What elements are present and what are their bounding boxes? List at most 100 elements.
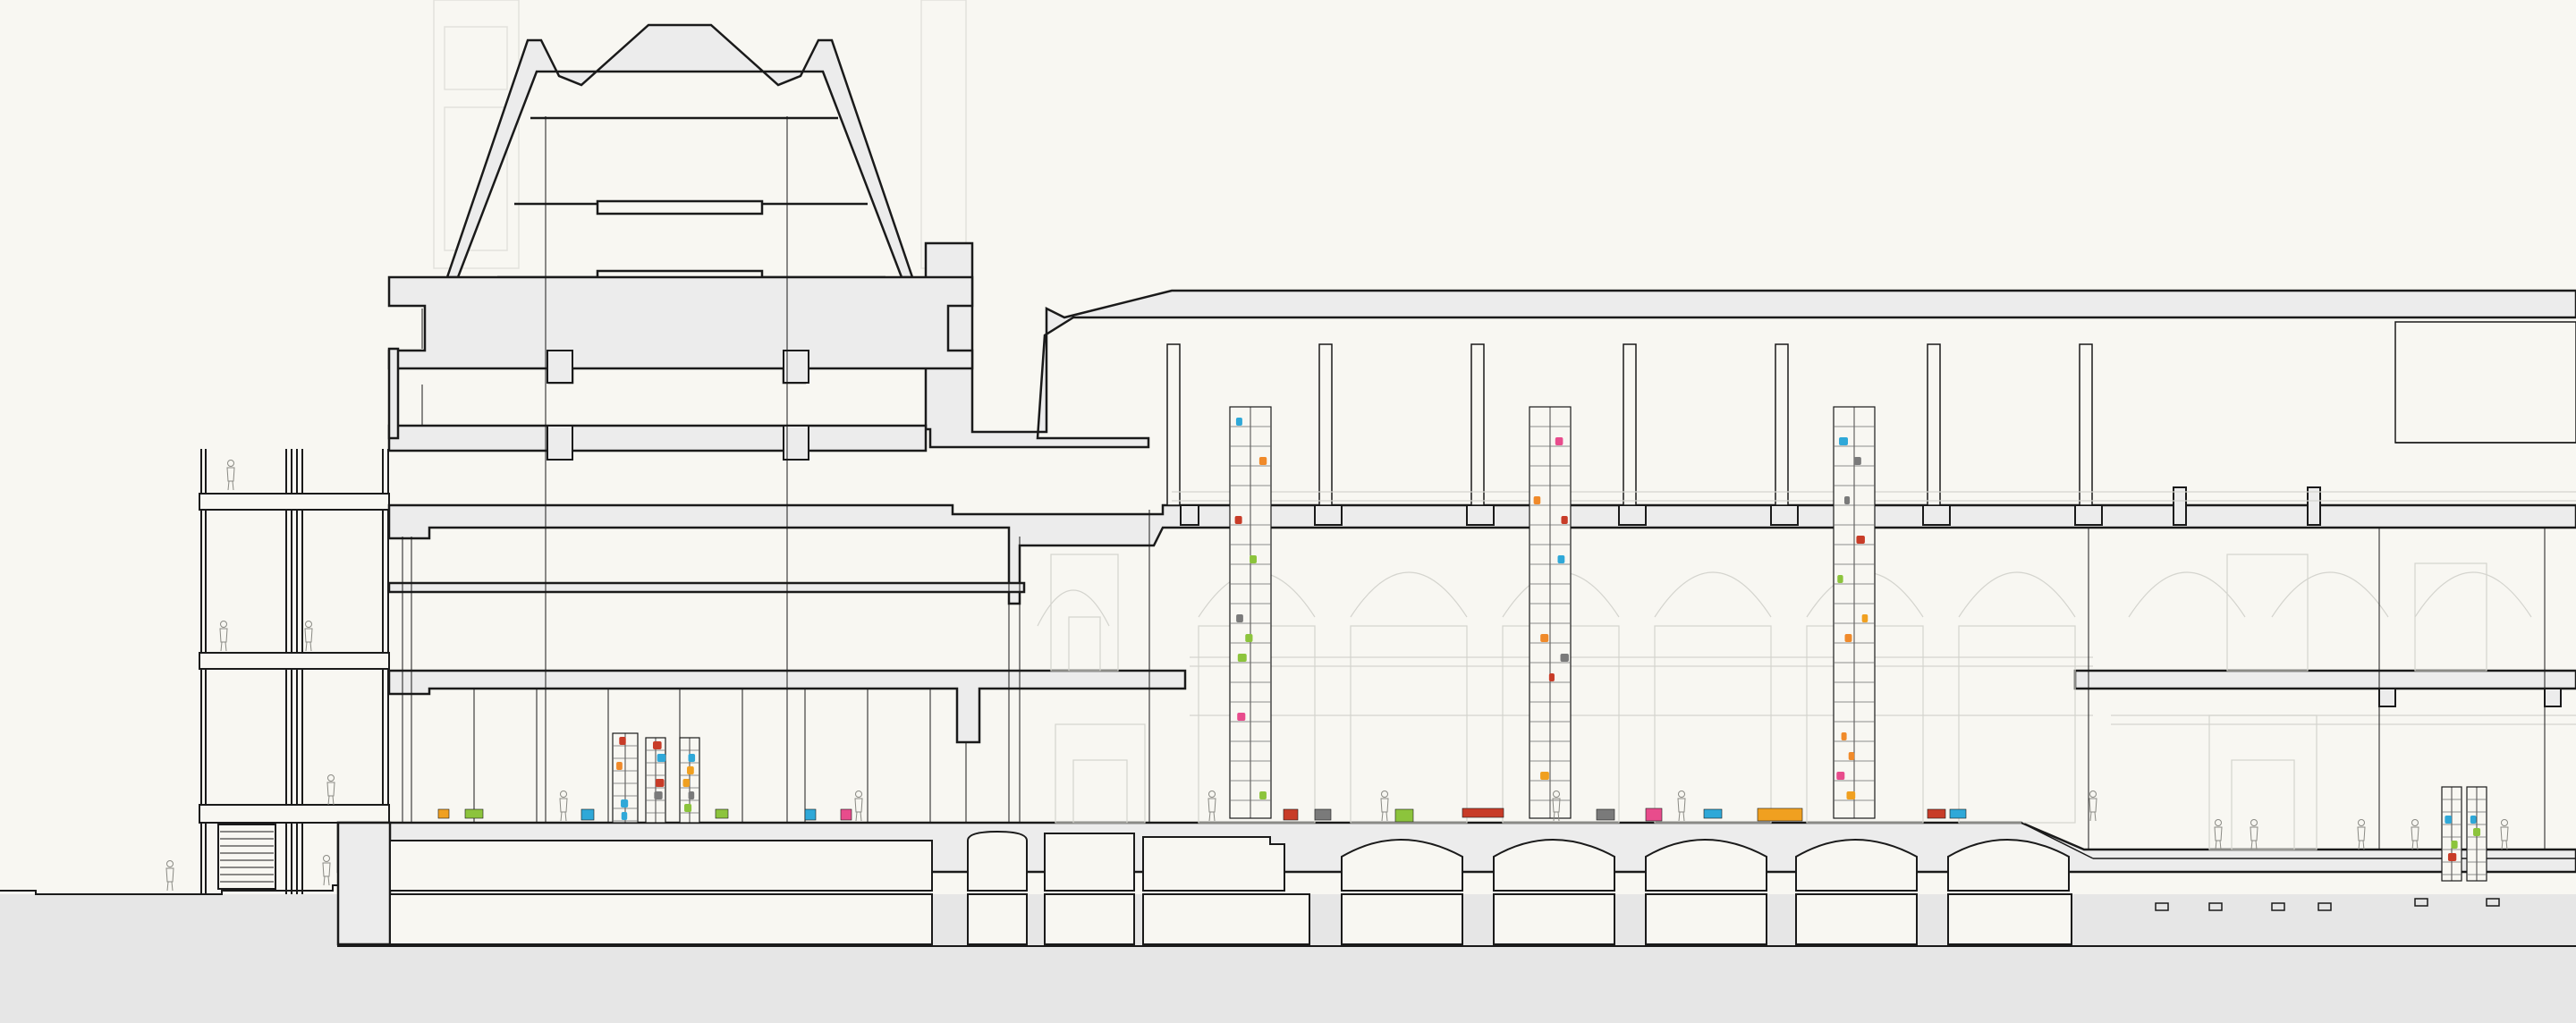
person-figure <box>1380 790 1389 822</box>
vase-object <box>621 799 629 807</box>
person-figure <box>219 621 228 652</box>
vase-object <box>1836 772 1845 780</box>
stair-treads <box>220 831 274 883</box>
vase-object <box>1236 614 1243 622</box>
vase-object <box>687 766 694 774</box>
vase-object <box>1843 496 1851 504</box>
vase-object <box>655 779 665 787</box>
pavilion-interior-lines <box>402 116 2546 850</box>
vase-object <box>1853 457 1861 465</box>
steel-frame-structure <box>199 449 390 894</box>
vase-object <box>1540 634 1549 642</box>
vase-object <box>2451 841 2458 849</box>
vase-object <box>1846 791 1856 799</box>
person-figure <box>2411 819 2419 850</box>
display-tower <box>1833 406 1876 819</box>
furniture-piece <box>1462 807 1504 818</box>
vase-object <box>1557 555 1565 563</box>
vase-object <box>688 754 696 762</box>
furniture-piece <box>1314 808 1332 821</box>
person-figure <box>1552 790 1561 822</box>
vase-object <box>1235 418 1242 426</box>
vase-object <box>1540 772 1549 780</box>
vase-object <box>619 737 626 745</box>
vase-object <box>1839 437 1849 445</box>
display-tower <box>1229 406 1272 819</box>
furniture-piece <box>840 808 852 821</box>
vase-object <box>688 791 695 799</box>
vase-object <box>1844 634 1852 642</box>
furniture-piece <box>1645 807 1663 822</box>
vase-object <box>684 804 692 812</box>
historic-facade-elevation <box>1037 491 2576 850</box>
furniture-piece <box>437 808 450 819</box>
furniture-piece <box>715 808 729 819</box>
person-figure <box>322 855 331 886</box>
vase-object <box>1548 673 1555 681</box>
basement-vaults <box>389 830 2072 945</box>
mansard-roof <box>445 23 914 285</box>
vase-object <box>1856 536 1865 544</box>
vase-object <box>652 741 662 749</box>
person-figure <box>1677 790 1686 822</box>
human-figures <box>165 460 2509 892</box>
furniture-piece <box>1394 808 1414 823</box>
person-figure <box>854 790 863 822</box>
vase-object <box>621 812 628 820</box>
vase-object <box>1848 752 1855 760</box>
ramp-stair <box>2021 822 2576 911</box>
vase-object <box>1250 555 1258 563</box>
person-figure <box>2250 819 2258 850</box>
furniture-piece <box>1757 807 1803 822</box>
exhibition-furniture <box>437 807 1967 823</box>
vase-object <box>1837 575 1843 583</box>
vase-object <box>1533 496 1541 504</box>
vase-object <box>1841 732 1847 740</box>
hall-columns <box>1166 321 2576 506</box>
display-tower <box>612 732 639 824</box>
person-figure <box>304 621 313 652</box>
vase-object <box>2445 816 2452 824</box>
person-figure <box>165 860 174 892</box>
vase-object <box>657 754 666 762</box>
vase-object <box>1245 634 1253 642</box>
slab-beams <box>547 350 2562 707</box>
vase-object <box>1237 654 1247 662</box>
section-cut-slabs <box>336 241 2576 946</box>
display-tower <box>1529 406 1572 819</box>
furniture-piece <box>580 808 595 821</box>
furniture-piece <box>804 808 817 821</box>
person-figure <box>559 790 568 822</box>
person-figure <box>226 460 235 491</box>
vase-object <box>2470 816 2477 824</box>
person-figure <box>326 774 335 806</box>
display-tower <box>679 737 700 824</box>
furniture-piece <box>1949 808 1967 819</box>
person-figure <box>2089 790 2097 822</box>
vase-object <box>1561 516 1568 524</box>
vase-object <box>1560 654 1569 662</box>
furniture-piece <box>1927 808 1946 819</box>
vase-object <box>616 762 623 770</box>
vase-object <box>2447 853 2457 861</box>
furniture-piece <box>1596 808 1615 821</box>
vase-object <box>682 779 690 787</box>
vase-object <box>1259 791 1267 799</box>
person-figure <box>1208 790 1216 822</box>
vase-object <box>1258 457 1267 465</box>
vase-object <box>1555 437 1563 445</box>
person-figure <box>2500 819 2509 850</box>
vase-object <box>654 791 663 799</box>
display-tower <box>2466 786 2487 882</box>
person-figure <box>2357 819 2366 850</box>
vase-object <box>1861 614 1868 622</box>
display-towers <box>612 406 2487 882</box>
display-tower <box>645 737 666 824</box>
furniture-piece <box>464 808 484 819</box>
display-tower <box>2441 786 2462 882</box>
vase-object <box>1237 713 1246 721</box>
person-figure <box>2214 819 2223 850</box>
vase-object <box>1234 516 1242 524</box>
